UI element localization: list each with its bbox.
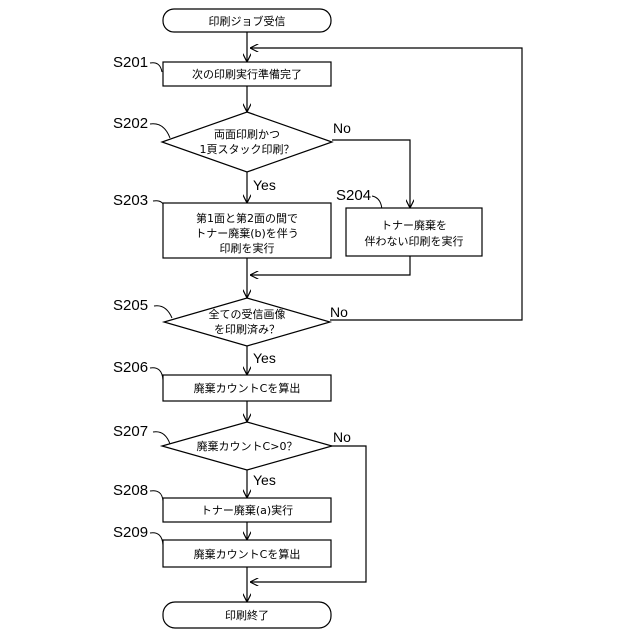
step-s204-line1: トナー廃棄を <box>381 218 447 232</box>
step-s203-line1: 第1面と第2面の間で <box>196 211 298 225</box>
branch-s207-yes: Yes <box>253 472 276 488</box>
step-label-s209: S209 <box>113 524 148 541</box>
branch-s205-no: No <box>330 304 348 320</box>
decision-s205-line1: 全ての受信画像 <box>209 307 286 321</box>
end-label: 印刷終了 <box>225 608 269 622</box>
decision-s207-text: 廃棄カウントC>0？ <box>197 439 298 453</box>
step-s209-box: 廃棄カウントCを算出 <box>163 540 331 567</box>
step-s204-box: トナー廃棄を 伴わない印刷を実行 <box>346 208 482 256</box>
branch-s207-no: No <box>333 429 351 445</box>
branch-s205-yes: Yes <box>253 350 276 366</box>
decision-s202-line2: 1頁スタック印刷？ <box>200 143 295 156</box>
step-s203-box: 第1面と第2面の間で トナー廃棄(b)を伴う 印刷を実行 <box>163 203 331 258</box>
step-label-s201: S201 <box>113 54 148 71</box>
step-s201-text: 次の印刷実行準備完了 <box>192 67 302 81</box>
start-label: 印刷ジョブ受信 <box>209 14 286 28</box>
end-terminator: 印刷終了 <box>163 602 331 628</box>
decision-s202: 両面印刷かつ 1頁スタック印刷？ <box>162 112 332 172</box>
step-s204-line2: 伴わない印刷を実行 <box>365 234 464 248</box>
step-label-s204: S204 <box>336 187 371 204</box>
step-label-s203: S203 <box>113 192 148 209</box>
step-s208-box: トナー廃棄(a)実行 <box>163 498 331 522</box>
step-label-s208: S208 <box>113 482 148 499</box>
step-s208-text: トナー廃棄(a)実行 <box>201 503 293 517</box>
decision-s205: 全ての受信画像 を印刷済み？ <box>164 298 330 346</box>
step-s203-line2: トナー廃棄(b)を伴う <box>195 226 299 240</box>
decision-s202-line1: 両面印刷かつ <box>214 128 280 141</box>
step-label-s207: S207 <box>113 423 148 440</box>
branch-s202-yes: Yes <box>253 177 276 193</box>
step-s201-box: 次の印刷実行準備完了 <box>163 62 331 86</box>
decision-s205-line2: を印刷済み？ <box>214 322 280 336</box>
step-s206-text: 廃棄カウントCを算出 <box>194 381 301 395</box>
step-label-s205: S205 <box>113 297 148 314</box>
step-label-s202: S202 <box>113 115 148 132</box>
branch-s202-no: No <box>333 120 351 136</box>
step-s209-text: 廃棄カウントCを算出 <box>194 547 301 561</box>
step-label-s206: S206 <box>113 359 148 376</box>
step-s203-line3: 印刷を実行 <box>220 241 275 255</box>
start-terminator: 印刷ジョブ受信 <box>163 9 331 32</box>
decision-s207: 廃棄カウントC>0？ <box>162 422 332 470</box>
step-s206-box: 廃棄カウントCを算出 <box>163 375 331 401</box>
